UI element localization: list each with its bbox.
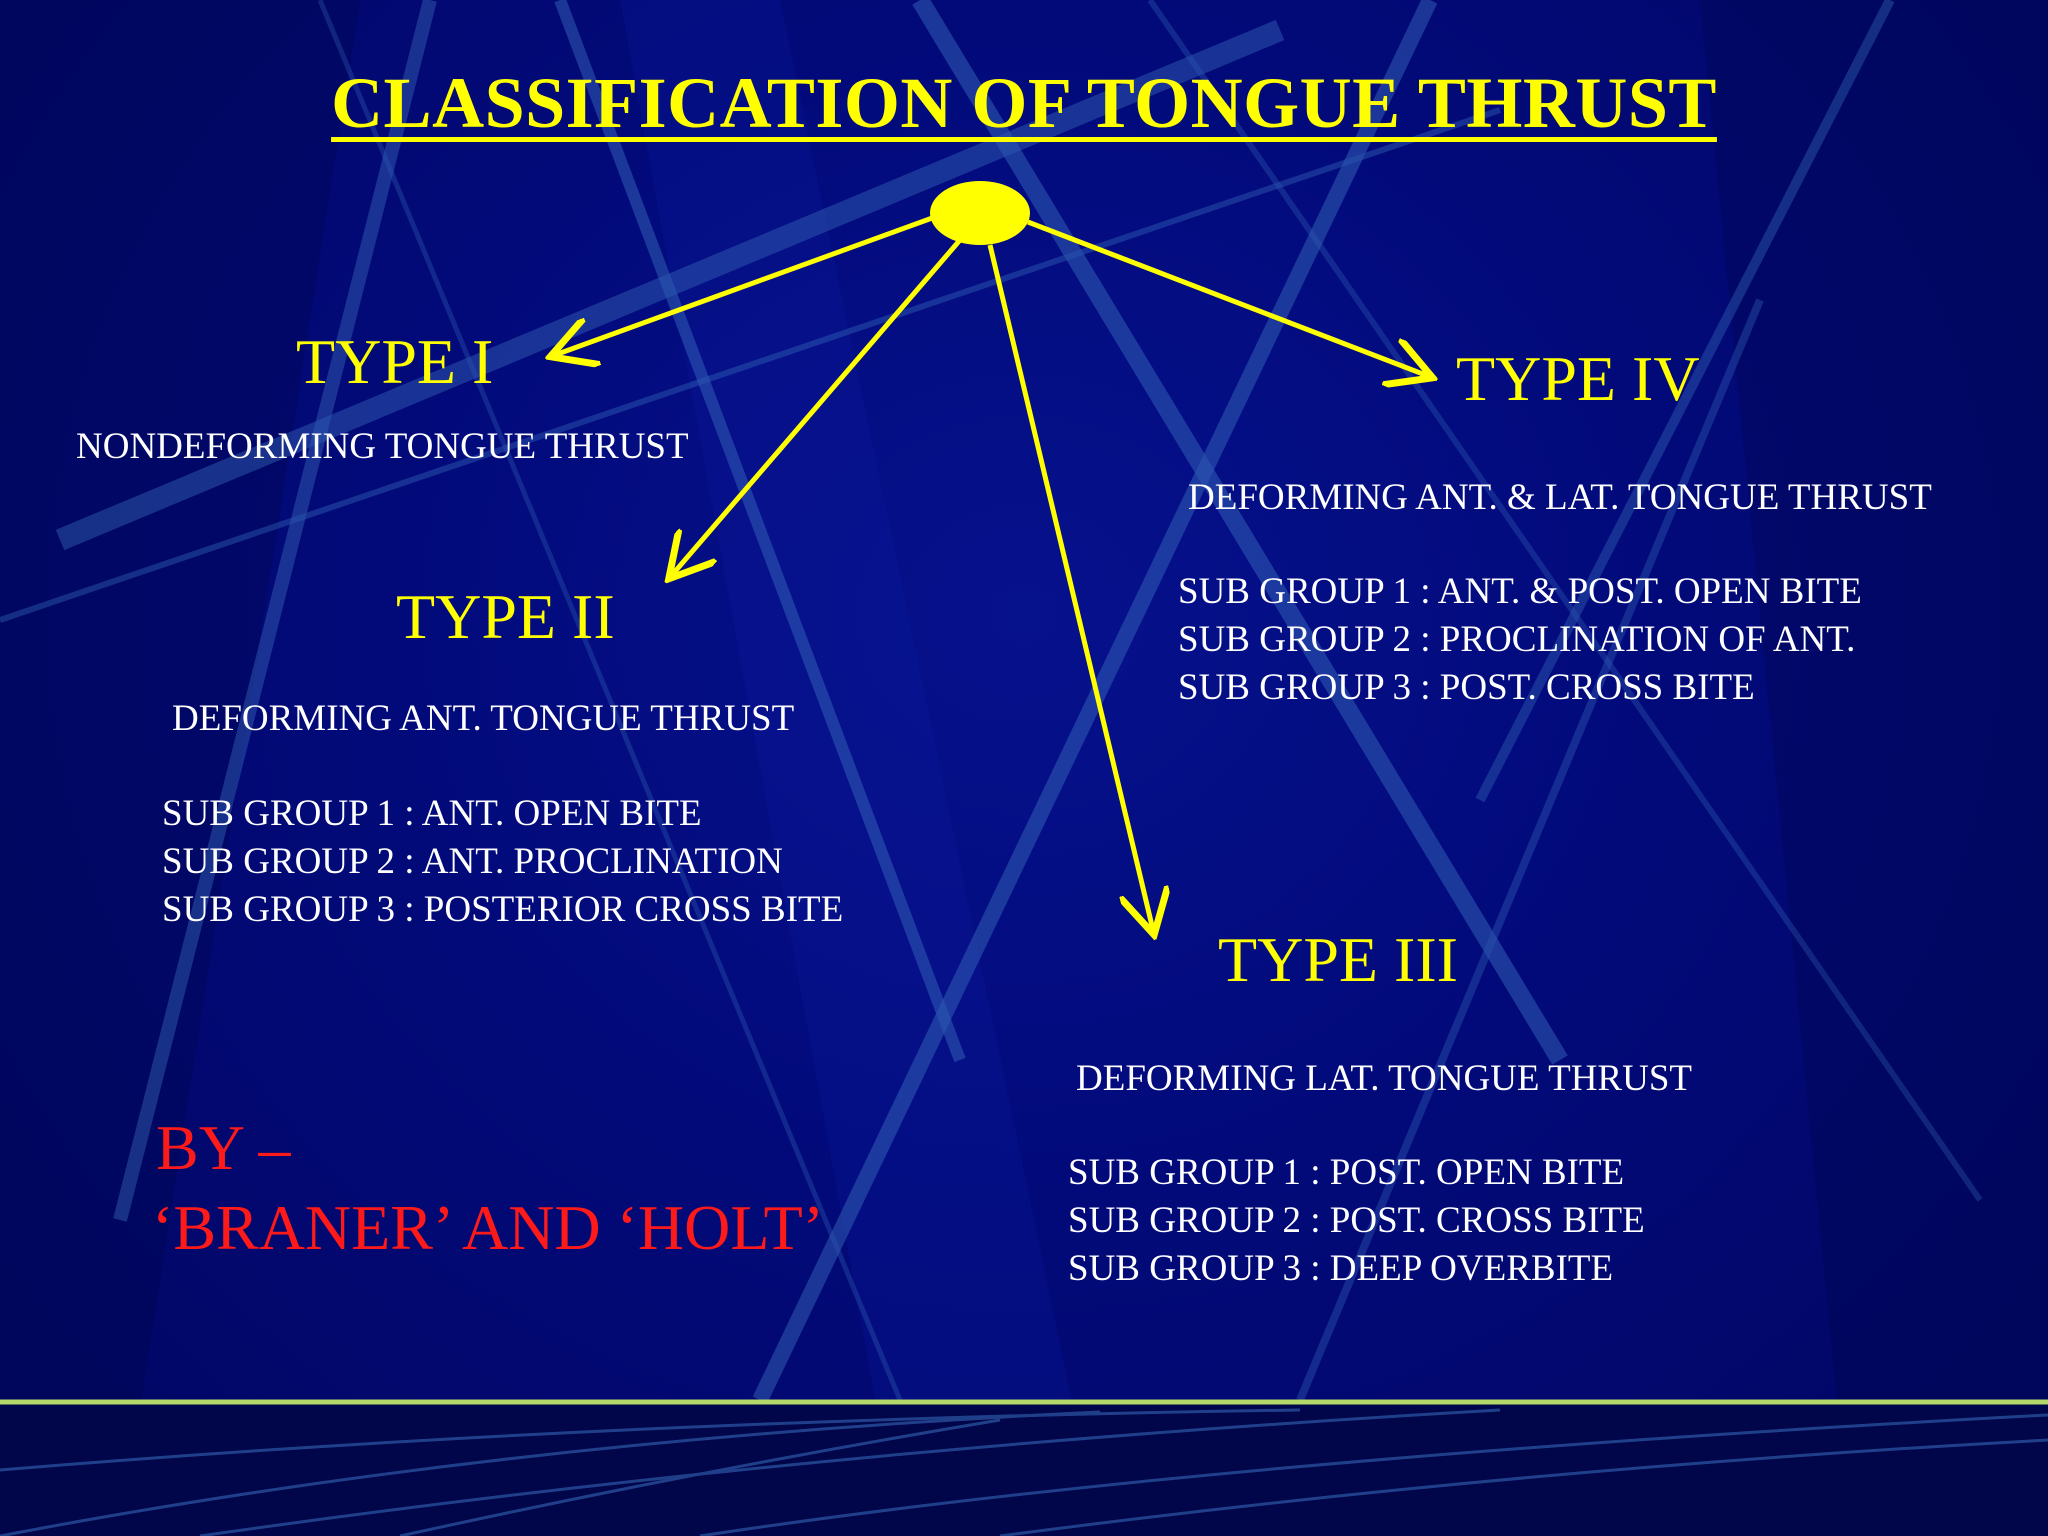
arrow-to-type-i (555, 214, 936, 355)
type-iv-subgroup-1: SUB GROUP 1 : ANT. & POST. OPEN BITE (1178, 571, 1862, 612)
type-iii-subgroup-2: SUB GROUP 2 : POST. CROSS BITE (1068, 1200, 1645, 1241)
arrow-to-type-iii (987, 244, 1153, 930)
type-iii-label: TYPE III (1218, 924, 1458, 995)
type-i-label: TYPE I (296, 326, 494, 397)
type-i-description: NONDEFORMING TONGUE THRUST (76, 426, 689, 467)
type-ii-subgroup-3: SUB GROUP 3 : POSTERIOR CROSS BITE (162, 889, 844, 930)
author-credit: BY – ‘BRANER’ AND ‘HOLT’ (152, 1108, 824, 1268)
type-ii-subgroup-2: SUB GROUP 2 : ANT. PROCLINATION (162, 841, 783, 882)
type-iii-subgroups: SUB GROUP 1 : POST. OPEN BITE SUB GROUP … (1068, 1149, 1645, 1293)
center-hub (930, 181, 1030, 245)
slide-title: CLASSIFICATION OF TONGUE THRUST (331, 63, 1717, 143)
arrow-to-type-ii (672, 238, 962, 575)
type-ii-subgroup-1: SUB GROUP 1 : ANT. OPEN BITE (162, 793, 702, 834)
bottom-band (0, 1399, 2048, 1536)
type-ii-description: DEFORMING ANT. TONGUE THRUST (172, 698, 795, 739)
type-iv-subgroup-3: SUB GROUP 3 : POST. CROSS BITE (1178, 667, 1755, 708)
type-iv-subgroups: SUB GROUP 1 : ANT. & POST. OPEN BITE SUB… (1178, 568, 1862, 712)
connector-arrows (555, 214, 1428, 930)
author-line-1: BY – (156, 1112, 291, 1183)
type-ii-subgroups: SUB GROUP 1 : ANT. OPEN BITE SUB GROUP 2… (162, 790, 843, 934)
type-iii-description: DEFORMING LAT. TONGUE THRUST (1076, 1058, 1693, 1099)
arrow-to-type-iv (1027, 219, 1428, 376)
type-iv-subgroup-2: SUB GROUP 2 : PROCLINATION OF ANT. (1178, 619, 1856, 660)
type-ii-label: TYPE II (396, 581, 615, 652)
type-iv-description: DEFORMING ANT. & LAT. TONGUE THRUST (1188, 477, 1932, 518)
type-iii-subgroup-3: SUB GROUP 3 : DEEP OVERBITE (1068, 1248, 1614, 1289)
type-iv-label: TYPE IV (1456, 343, 1700, 414)
type-iii-subgroup-1: SUB GROUP 1 : POST. OPEN BITE (1068, 1152, 1625, 1193)
background-lines (0, 0, 1983, 1404)
author-line-2: ‘BRANER’ AND ‘HOLT’ (152, 1192, 824, 1263)
